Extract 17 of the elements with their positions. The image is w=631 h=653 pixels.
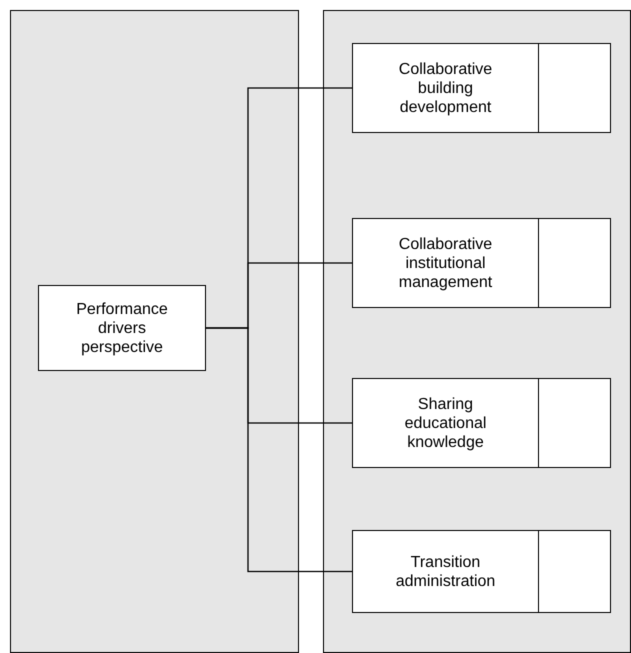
empty-box	[538, 43, 611, 133]
process-box	[352, 43, 539, 133]
box-label: Transition administration	[394, 552, 496, 590]
empty-box	[538, 378, 611, 468]
process-box	[352, 378, 539, 468]
box-label: Performance drivers perspective	[75, 300, 169, 356]
connector-line	[206, 327, 352, 572]
box-label: Collaborative institutional management	[398, 234, 494, 292]
process-box	[352, 530, 539, 613]
process-box	[38, 285, 206, 371]
empty-box	[538, 530, 611, 613]
panel-background	[10, 10, 299, 653]
empty-box	[538, 218, 611, 308]
box-label: Collaborative building development	[398, 60, 494, 116]
box-label: Sharing educational knowledge	[404, 394, 488, 452]
process-box	[352, 218, 539, 308]
panel-background	[323, 10, 631, 653]
